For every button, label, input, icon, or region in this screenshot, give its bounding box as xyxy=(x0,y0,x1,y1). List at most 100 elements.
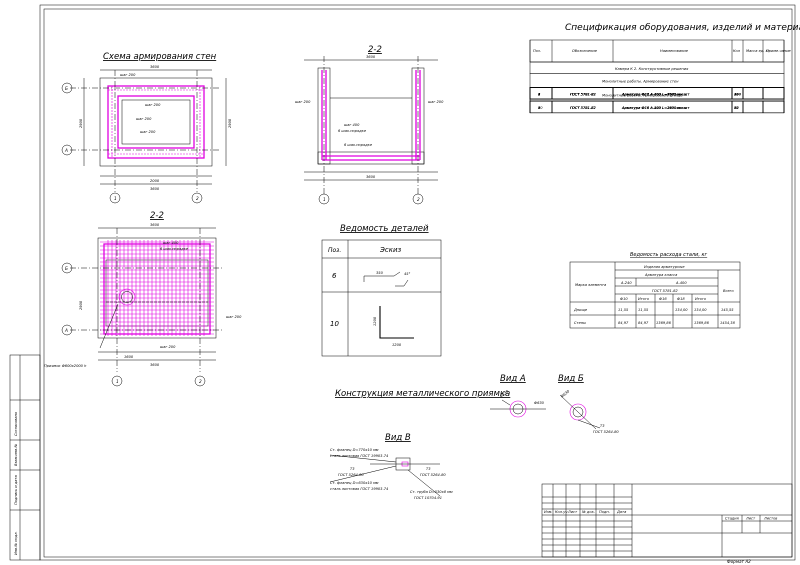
view-v-note-1: Ст. фланец D=770х10 мм xyxy=(330,448,379,452)
steel-r2-v3: 1369,86 xyxy=(656,321,672,325)
steel-sub-1: Ф10 xyxy=(620,297,628,301)
details-h-sketch: Эскиз xyxy=(379,246,402,254)
steel-h2: Арматура класса xyxy=(644,273,677,277)
view-v: Ст. фланец D=770х10 мм сталь листовая ГО… xyxy=(329,448,453,500)
plan-checker: 6 шах.порядке xyxy=(160,247,189,251)
view-v-note-t3: Т3 xyxy=(426,467,431,471)
scheme-step-3: шаг 200 xyxy=(140,130,156,134)
view-v-note-4: ГОСТ 5264-80 xyxy=(338,473,364,477)
scheme-step-4: шаг 200 xyxy=(120,73,136,77)
spec-cell-qty: 30 xyxy=(734,92,739,96)
spec-cell-pos: 1 xyxy=(538,92,540,96)
stamp-sheet: Лист xyxy=(745,517,756,521)
view-v-note-3: Т3 xyxy=(350,467,355,471)
spec-cell-doc: ГОСТ 5781-82 xyxy=(570,92,596,96)
steel-r2-v2: 84,97 xyxy=(638,321,649,325)
plan-dim-1600: 1600 xyxy=(124,355,134,359)
axis-b: Б xyxy=(65,86,68,91)
spec-cell-doc: ГОСТ 5781-82 xyxy=(570,92,596,96)
steel-r1-v2: 11,55 xyxy=(638,308,649,312)
spec-cell-pos: 10 xyxy=(538,106,543,110)
spec-cell-qty: 444 xyxy=(734,92,742,96)
steel-h-gost: ГОСТ 5781-82 xyxy=(652,289,678,293)
view-b: Ф630 Т3 ГОСТ 5264-80 xyxy=(559,389,619,434)
sec-step-3: шаг 400 xyxy=(344,123,360,127)
spec-cell-doc: ГОСТ 5781-82 xyxy=(570,92,596,96)
scheme-step-2: шаг 200 xyxy=(136,117,152,121)
details-pos-10: 10 xyxy=(330,320,339,328)
spec-cell-doc: ГОСТ 5781-82 xyxy=(570,106,596,110)
view-a-dim-1: Ф530 xyxy=(499,389,510,399)
steel-h-a240: А-240 xyxy=(620,281,632,285)
axis-a: А xyxy=(64,148,68,153)
scheme-plan: Б А 1 2 3600 2000 3600 2900 2900 шаг 200… xyxy=(61,65,232,204)
spec-cell-doc: ГОСТ 5781-82 xyxy=(570,106,596,110)
plan-dim-top: 3600 xyxy=(150,223,160,227)
sec-dim-top: 3600 xyxy=(366,55,376,59)
spec-cell-name: Арматура Ф18 А-400 L=2900 мм шт xyxy=(621,106,690,110)
sheet-frame xyxy=(39,4,796,561)
scheme-dim-top: 3600 xyxy=(150,65,160,69)
steel-r2-v1: 84,97 xyxy=(618,321,629,325)
stamp-col-2: Кол.уч xyxy=(555,510,567,514)
scheme-title: Схема армирования стен xyxy=(103,52,217,62)
spec-cell-qty: 30 xyxy=(734,106,739,110)
spec-title: Спецификация оборудования, изделий и мат… xyxy=(565,23,800,33)
spec-cell-qty: 78 xyxy=(734,106,739,110)
spec-cell-pos: 3 xyxy=(538,92,541,96)
steel-sub-2: Итого xyxy=(638,297,650,301)
sec-checker-1: 6 шах.порядке xyxy=(338,129,367,133)
detail-10-h: 1200 xyxy=(373,316,377,326)
sec-step-1: шаг 200 xyxy=(295,100,311,104)
side-label-3: Взам.инв.№ xyxy=(14,444,18,466)
scheme-dim-bottom-2: 3600 xyxy=(150,187,160,191)
view-b-gost: ГОСТ 5264-80 xyxy=(593,430,619,434)
steel-r1-mark: Днище xyxy=(573,308,588,312)
detail-10-sketch xyxy=(379,306,414,339)
view-v-title: Вид В xyxy=(385,433,411,443)
spec-cell-name: Арматура Ф16 А-400 L=2975 мм шт xyxy=(621,92,690,96)
stamp-col-6: Дата xyxy=(616,510,626,514)
spec-group-title: Монолитные работы. Армирование стен xyxy=(602,80,679,84)
details-table: Поз. Эскиз 6 10 350 45° 1200 1200 xyxy=(321,239,442,357)
sec-axis-1: 1 xyxy=(323,197,326,202)
stamp-col-3: Лист xyxy=(567,510,578,514)
side-strip: Инв.№ подл. Подпись и дата Взам.инв.№ Со… xyxy=(9,354,41,561)
spec-cell-name: Арматура Ф16 А-400 L=5600 мм шт xyxy=(621,92,690,96)
detail-6-angle: 45° xyxy=(404,272,411,276)
detail-6-len: 350 xyxy=(376,271,384,275)
plan-step-2: шаг 200 xyxy=(160,345,176,349)
spec-cell-qty: 30 xyxy=(734,92,739,96)
stamp-sheets: Листов xyxy=(763,517,777,521)
section-top: 1 2 3600 3600 шаг 200 шаг 200 шаг 400 6 … xyxy=(295,55,444,205)
section-bottom-title: 2-2 xyxy=(150,211,164,221)
stamp-stage: Стадия xyxy=(725,517,740,521)
plan-step-3: шаг 200 xyxy=(226,315,242,319)
plan-axis-a: А xyxy=(64,328,68,333)
details-pos-6: 6 xyxy=(332,272,337,280)
sec-dim-bottom: 3600 xyxy=(366,175,376,179)
details-title: Ведомость деталей xyxy=(340,224,429,234)
title-block: Изм. Кол.уч Лист № док. Подп. Дата Стади… xyxy=(541,483,793,564)
spec-cell-doc: ГОСТ 5781-82 xyxy=(570,92,596,96)
spec-cell-qty: 120 xyxy=(734,92,742,96)
spec-cell-name: Арматура Ф16 А-400 L=3600 мм шт xyxy=(621,92,690,96)
steel-r2-mark: Стены xyxy=(574,321,586,325)
steel-h-a400: А-400 xyxy=(675,281,687,285)
view-v-gost: ГОСТ 5264-80 xyxy=(420,473,446,477)
details-h-pos: Поз. xyxy=(328,247,341,254)
plan-axis-b: Б xyxy=(65,266,68,271)
spec-cell-qty: 30 xyxy=(734,106,739,110)
view-a: Ф530 Ф630 xyxy=(490,389,546,418)
spec-cell-pos: 8 xyxy=(538,106,541,110)
spec-cell-name: Арматура Ф18 А-400 L=2400 мм шт xyxy=(621,106,690,110)
spec-cell-name: Арматура Ф16 А-400 L=4900 мм шт xyxy=(621,92,690,96)
steel-r1-v1: 11,55 xyxy=(618,308,629,312)
spec-cell-pos: 4 xyxy=(538,92,541,96)
spec-header-5: Масса ед. кг xyxy=(746,49,770,53)
spec-cell-name: Арматура Ф10 А-240 L=350 мм шт xyxy=(621,92,688,96)
spec-cell-name: Арматура Ф16 А-400 L=2900 мм шт xyxy=(621,92,690,96)
spec-header-3: Наименование xyxy=(660,49,689,53)
priyamok-label: Приямок Ф600х2000 h xyxy=(44,364,87,368)
